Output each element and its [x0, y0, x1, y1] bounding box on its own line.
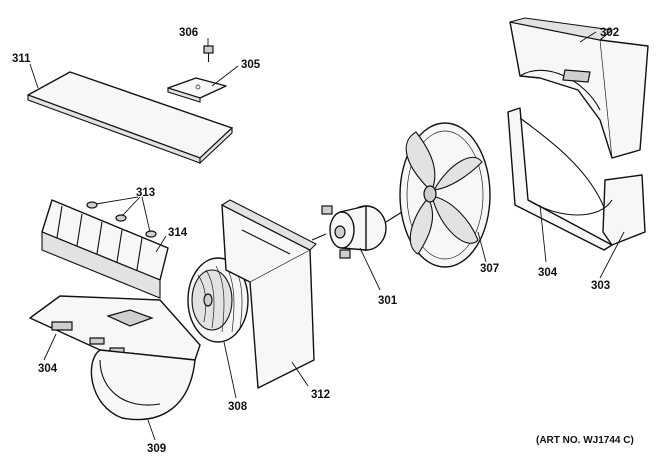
part-311-panel — [27, 71, 233, 165]
art-number: (ART NO. WJ1744 C) — [536, 435, 634, 446]
callout-305: 305 — [241, 59, 261, 71]
callout-304-right: 304 — [538, 267, 558, 279]
part-305-bracket — [167, 77, 227, 103]
part-314-grille — [41, 199, 169, 299]
callout-304-left: 304 — [38, 363, 58, 375]
callouts: 306 305 311 302 313 314 301 307 304 303 … — [12, 27, 619, 455]
callout-313: 313 — [136, 187, 155, 199]
callout-311: 311 — [12, 53, 31, 65]
part-306-screw — [203, 45, 214, 62]
part-309-blower-housing — [29, 295, 201, 421]
callout-302: 302 — [600, 27, 619, 39]
leader-lines — [29, 31, 625, 441]
part-303-shroud-lower — [527, 174, 646, 246]
callout-308: 308 — [228, 401, 248, 413]
part-302-shroud — [509, 17, 649, 159]
part-312-mount-plate — [220, 199, 317, 389]
callout-301: 301 — [378, 295, 398, 307]
part-307-fan — [399, 122, 491, 268]
part-308-blower-wheel — [187, 257, 249, 343]
part-313-clips — [86, 201, 157, 238]
callout-303: 303 — [591, 280, 610, 292]
callout-309: 309 — [147, 443, 166, 455]
part-304-shroud-panel — [507, 107, 613, 251]
callout-306: 306 — [179, 27, 198, 39]
callout-312: 312 — [311, 389, 330, 401]
part-301-motor — [311, 205, 403, 259]
callout-314: 314 — [168, 227, 188, 239]
callout-307: 307 — [480, 263, 499, 275]
